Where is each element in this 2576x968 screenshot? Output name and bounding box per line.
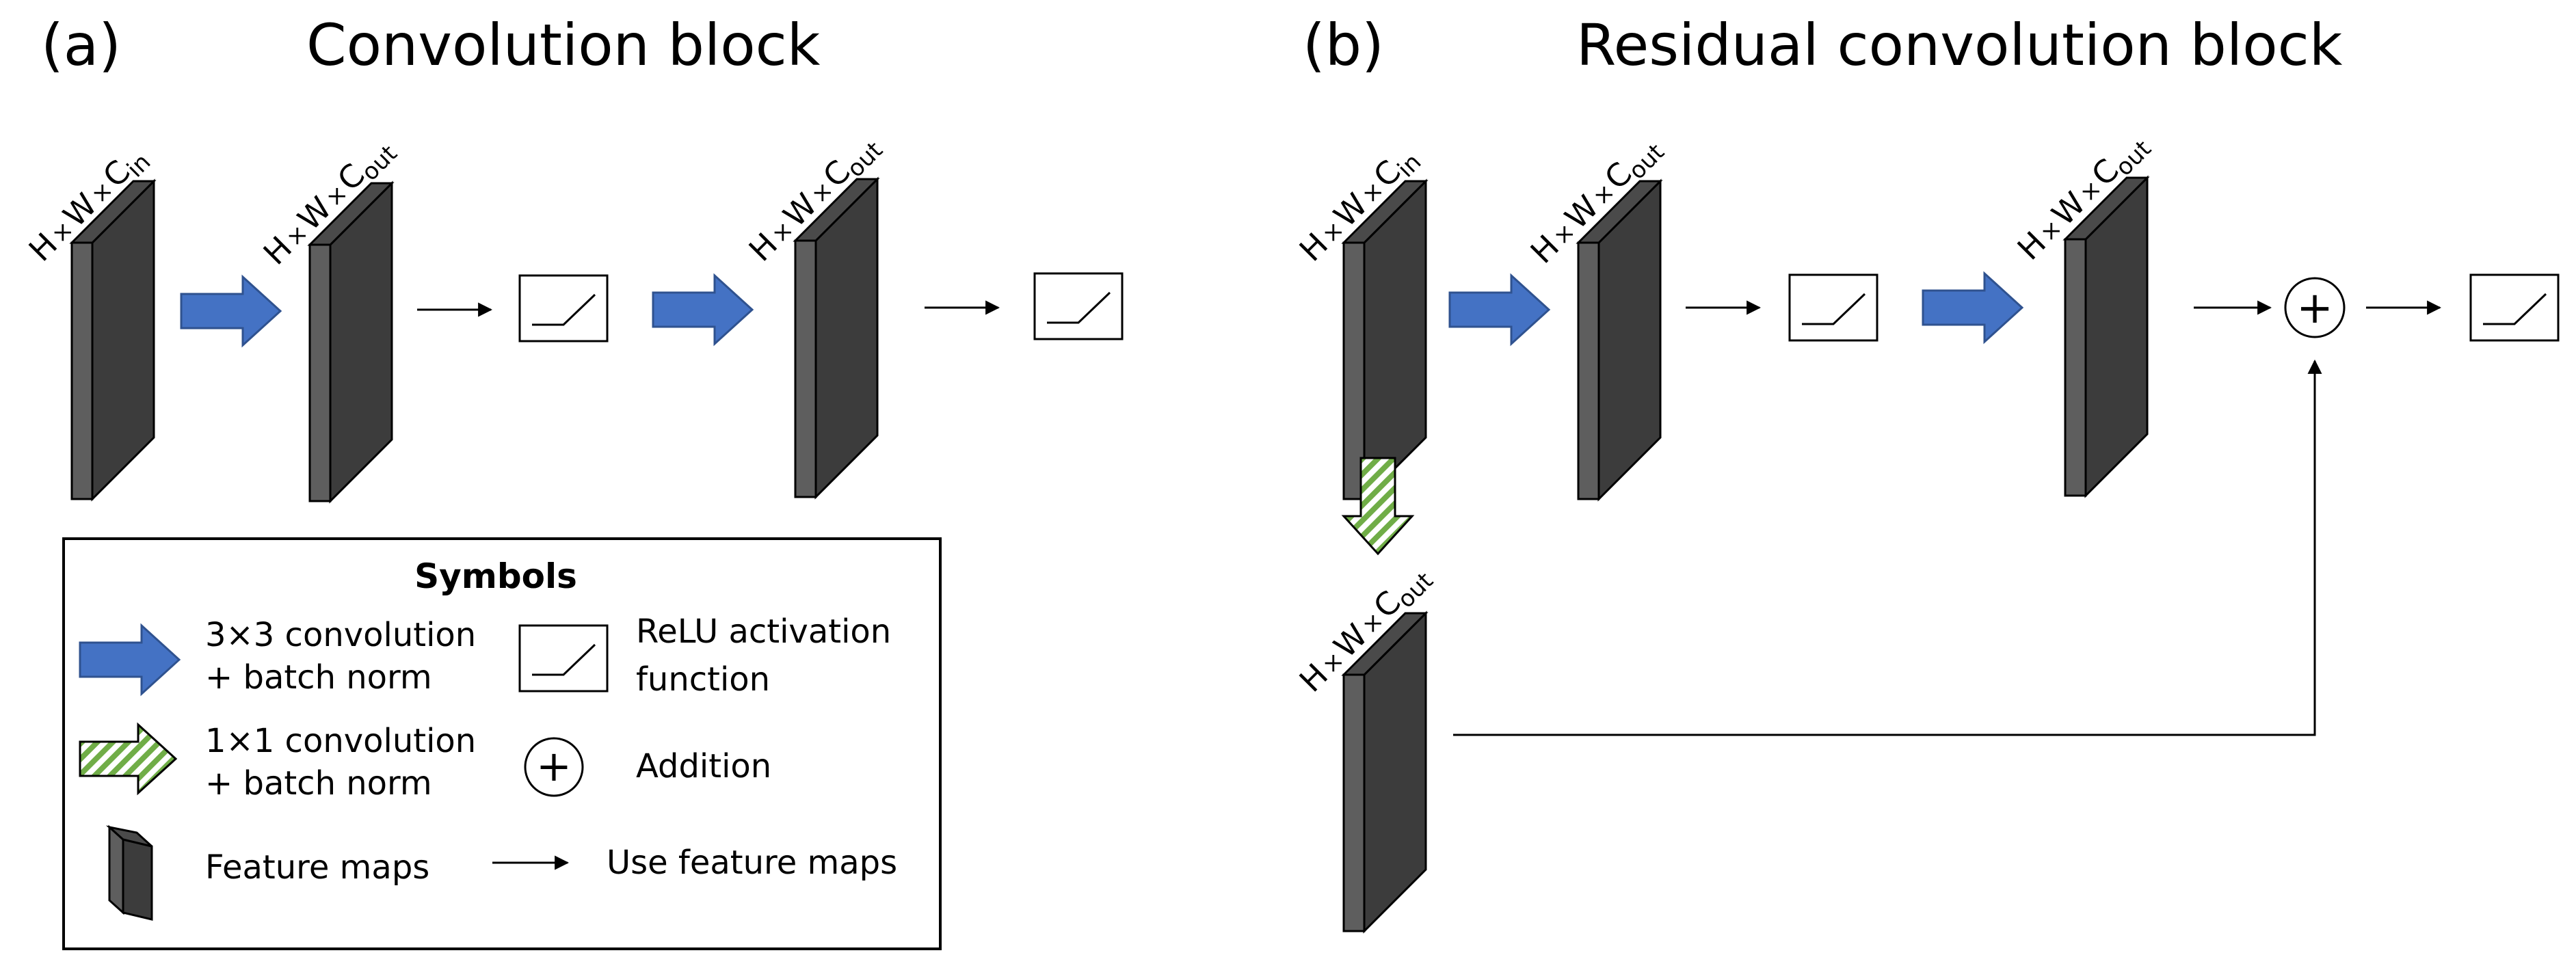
panel-a-relu-1 <box>518 274 609 342</box>
panel-a-conv-arrow-2 <box>652 274 754 345</box>
panel-a-title: Convolution block <box>306 12 821 79</box>
panel-b-conv-arrow-1 <box>1448 274 1550 345</box>
legend-box <box>62 537 942 950</box>
panel-b-title: Residual convolution block <box>1576 12 2343 79</box>
legend-addition-label: Addition <box>636 747 771 785</box>
svg-text:+: + <box>536 741 572 791</box>
legend-use-label: Use feature maps <box>607 844 897 882</box>
legend-conv3-label: 3×3 convolution + batch norm <box>205 616 486 697</box>
relu-icon <box>518 624 609 693</box>
panel-a-relu-2 <box>1033 272 1124 340</box>
addition-icon: + <box>524 737 584 797</box>
panel-b-addition-node: + <box>2284 277 2346 338</box>
panel-b-letter: (b) <box>1303 12 1384 79</box>
panel-b-conv-arrow-2 <box>1922 272 2023 343</box>
panel-b-skip-connection <box>1453 359 2322 736</box>
legend-conv1-label: 1×1 convolution + batch norm <box>205 722 486 803</box>
panel-a-conv-arrow-1 <box>180 275 282 347</box>
panel-b-relu-1 <box>1788 273 1878 342</box>
svg-text:+: + <box>2296 283 2333 334</box>
panel-b-relu-2 <box>2469 273 2560 342</box>
legend-title: Symbols <box>414 556 577 596</box>
feature-map-slab-icon <box>105 824 153 921</box>
panel-a-letter: (a) <box>41 12 121 79</box>
panel-a-input-dims: H×W×Cin <box>22 138 157 273</box>
legend-feature-maps-label: Feature maps <box>205 848 429 887</box>
legend-relu-label: ReLU activation function <box>636 613 901 699</box>
